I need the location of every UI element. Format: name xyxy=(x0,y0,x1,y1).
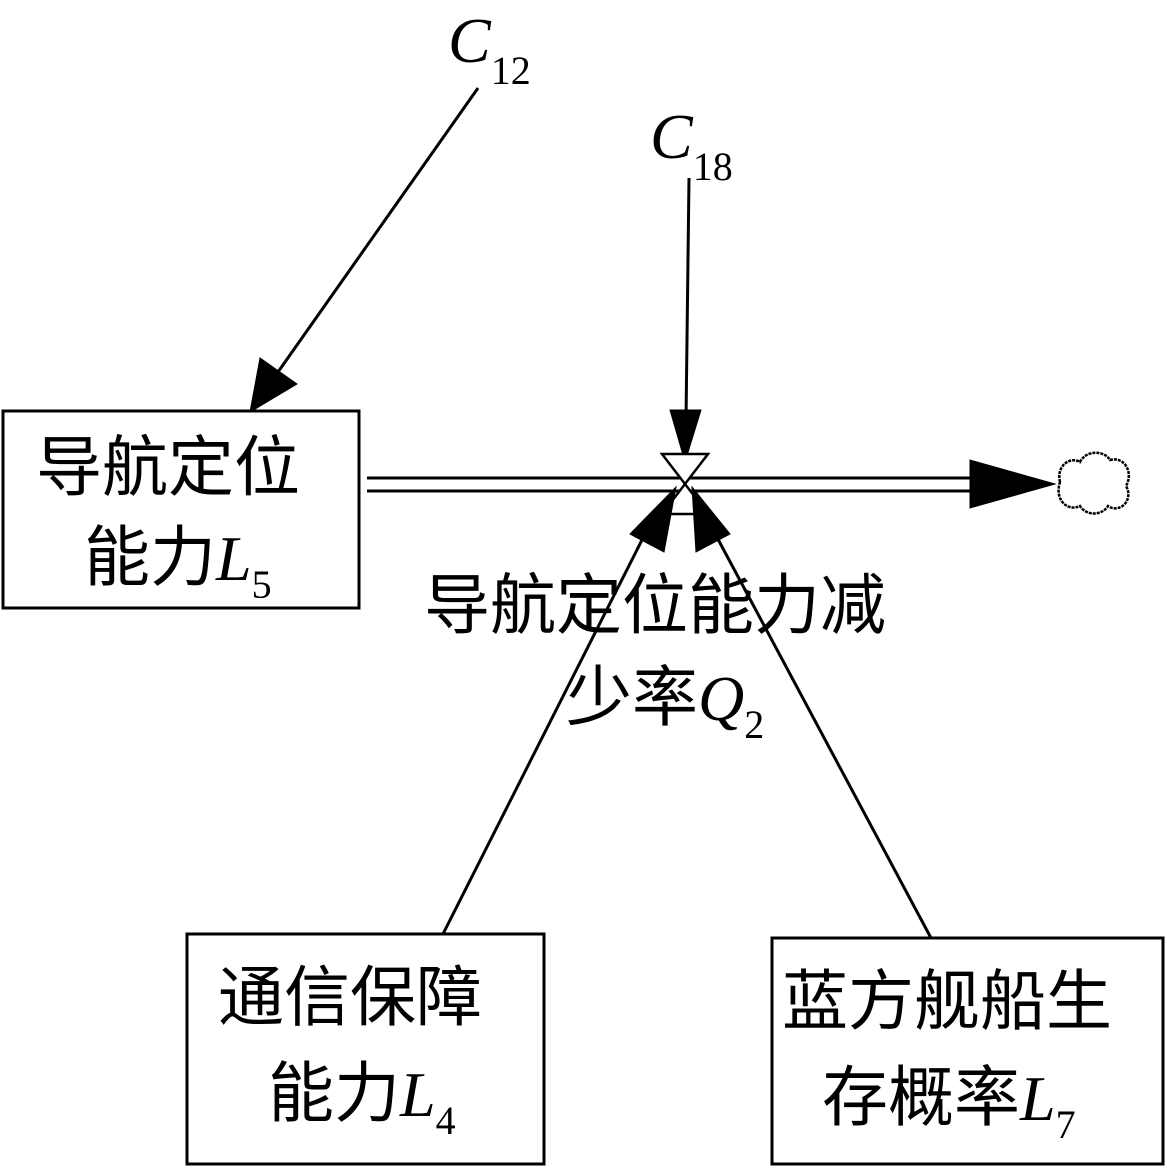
constant-c12-subscript: 12 xyxy=(491,48,531,93)
stock-l4-box: 通信保障 能力L4 xyxy=(185,932,546,1166)
rate-q2-line1: 导航定位能力减 xyxy=(424,567,886,644)
stock-l4-subscript: 4 xyxy=(436,1098,456,1143)
rate-q2-line2-text: 少率 xyxy=(566,659,698,736)
link-l4-to-rate xyxy=(441,527,650,935)
stock-l4-symbol: L xyxy=(399,1059,436,1130)
stock-l7-line1: 蓝方舰船生 xyxy=(782,963,1112,1040)
stock-l7-line2: 存概率L7 xyxy=(822,1059,1076,1147)
link-l7-to-rate-arrowhead xyxy=(691,485,731,553)
rate-q2-subscript: 2 xyxy=(744,702,764,747)
stock-l5-symbol: L xyxy=(215,523,252,594)
link-c18-to-rate xyxy=(684,177,691,421)
stock-l7-subscript: 7 xyxy=(1056,1102,1076,1147)
constant-c18-symbol: C xyxy=(650,101,694,172)
stock-l5-subscript: 5 xyxy=(252,562,272,607)
constant-c12-label: C12 xyxy=(448,5,531,93)
stock-l4-line2-text: 能力 xyxy=(268,1055,400,1132)
stock-l5-line1: 导航定位 xyxy=(36,429,300,506)
stock-l7-line2-text: 存概率 xyxy=(822,1059,1020,1136)
stock-l5-box: 导航定位 能力L5 xyxy=(1,409,361,610)
flow-pipe-arrowhead xyxy=(969,459,1057,509)
constant-c12-symbol: C xyxy=(448,5,492,76)
cloud-sink-icon xyxy=(1057,451,1131,515)
stock-l5-line2-text: 能力 xyxy=(84,519,216,596)
constant-c18-subscript: 18 xyxy=(693,144,733,189)
stock-l4-line1: 通信保障 xyxy=(218,959,482,1036)
rate-q2-symbol: Q xyxy=(698,663,744,734)
link-c12-to-l5-arrowhead xyxy=(249,357,298,413)
link-c18-to-rate-arrowhead xyxy=(669,409,702,464)
link-c12-to-l5 xyxy=(276,87,480,373)
constant-c18-label: C18 xyxy=(650,101,733,189)
stock-l7-symbol: L xyxy=(1019,1063,1056,1134)
link-l4-to-rate-arrowhead xyxy=(629,485,677,553)
stock-l4-line2: 能力L4 xyxy=(268,1055,456,1143)
rate-q2-line2: 少率Q2 xyxy=(566,659,764,747)
stock-l7-box: 蓝方舰船生 存概率L7 xyxy=(770,936,1165,1166)
stock-l5-line2: 能力L5 xyxy=(84,519,272,607)
link-l7-to-rate xyxy=(710,527,933,939)
